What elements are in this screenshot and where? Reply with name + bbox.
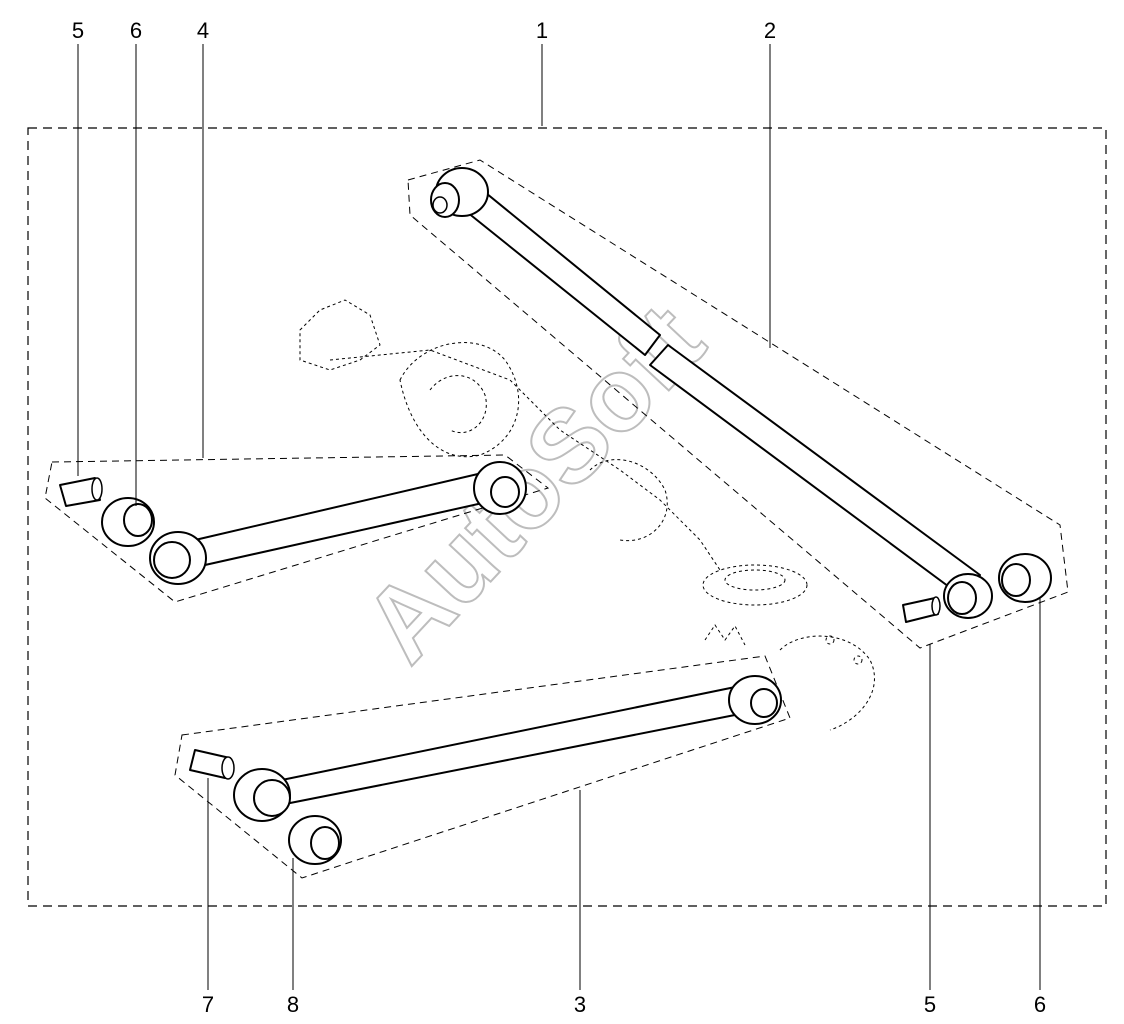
callout-4: 4 xyxy=(197,18,209,43)
callout-7: 7 xyxy=(202,992,214,1017)
callout-6-bottom-right: 6 xyxy=(1034,992,1046,1017)
callout-8: 8 xyxy=(287,992,299,1017)
callout-6-top-left: 6 xyxy=(130,18,142,43)
callout-5-top-left: 5 xyxy=(72,18,84,43)
lower-rod-assembly xyxy=(174,655,791,879)
axle-housing-sketch xyxy=(299,299,875,731)
callout-2: 2 xyxy=(764,18,776,43)
callout-1: 1 xyxy=(536,18,548,43)
callout-3: 3 xyxy=(574,992,586,1017)
left-rod-assembly xyxy=(44,454,550,603)
watermark-text: AutoSoft xyxy=(342,284,726,684)
callout-5-bottom-right: 5 xyxy=(924,992,936,1017)
upper-rod-assembly xyxy=(407,159,1069,649)
leader-lines xyxy=(77,44,1041,990)
